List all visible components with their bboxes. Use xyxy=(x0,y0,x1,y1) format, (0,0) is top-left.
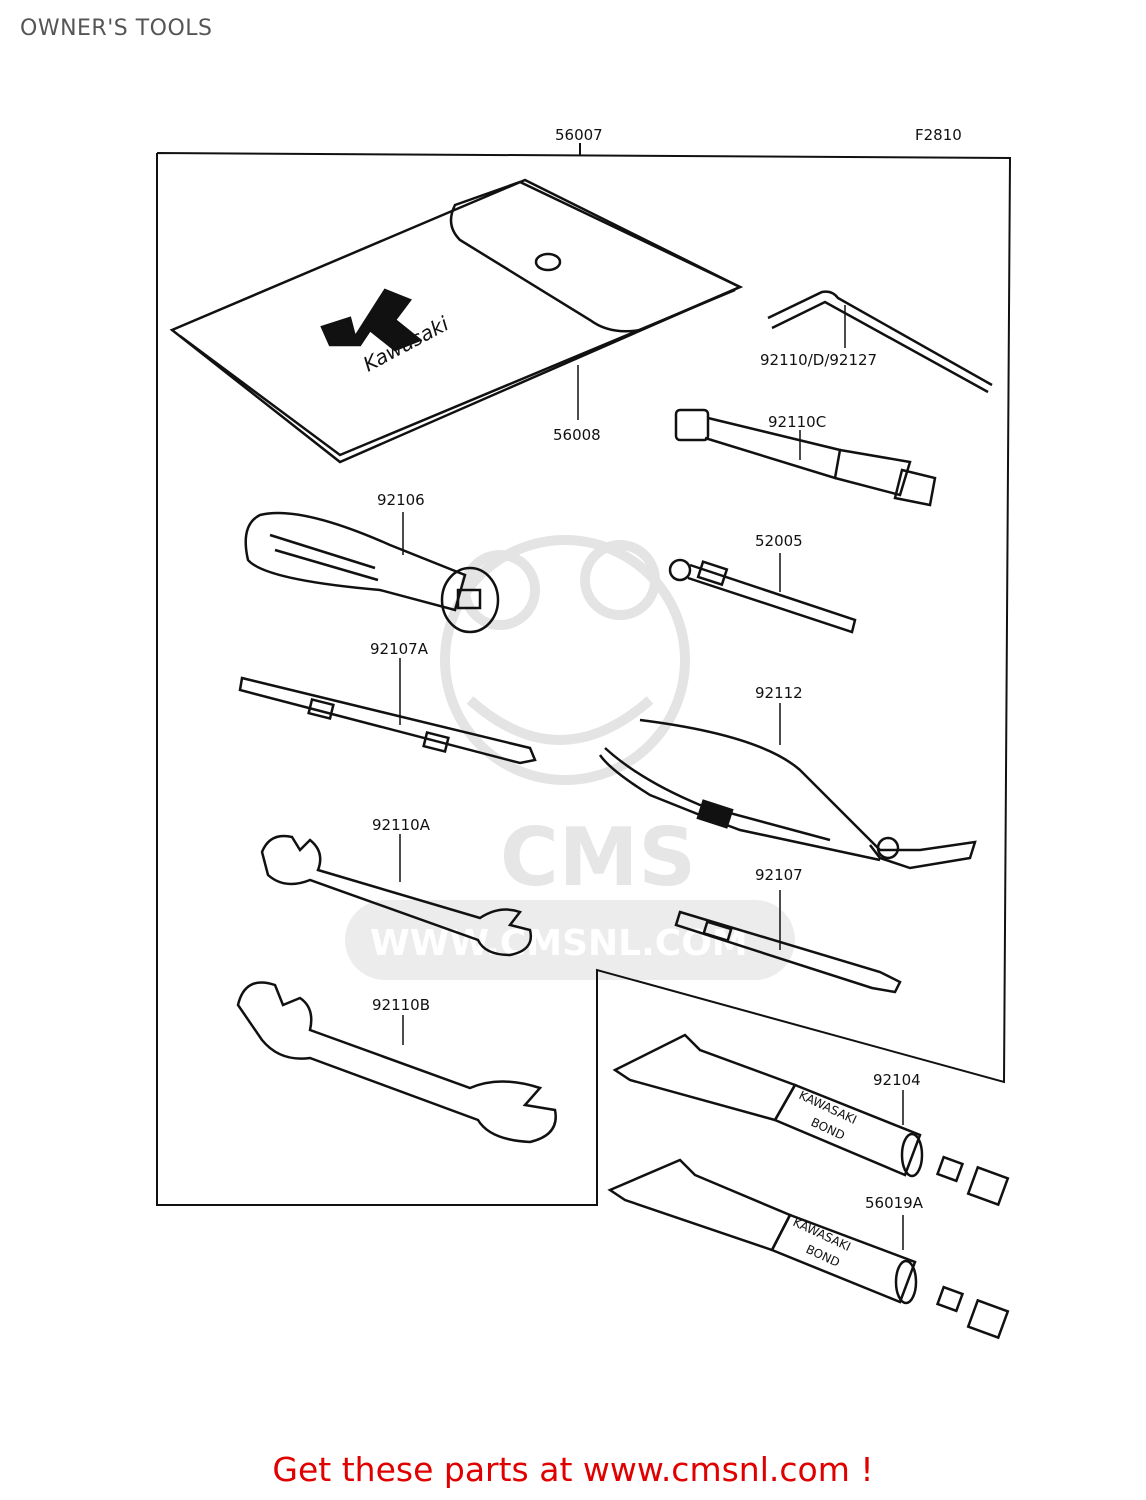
figure-code: F2810 xyxy=(915,126,962,144)
plug-wrench-label: 92110C xyxy=(768,413,826,431)
footer-link[interactable]: Get these parts at www.cmsnl.com ! xyxy=(272,1450,874,1489)
open-end-wrench-b xyxy=(236,981,557,1144)
open-end-wrench-a xyxy=(260,834,533,957)
wrench-a-label: 92110A xyxy=(372,816,431,834)
bond-tube-2 xyxy=(607,1158,1010,1340)
bond-tube-1-label: 92104 xyxy=(873,1071,921,1089)
spoke-wrench-label: 52005 xyxy=(755,532,803,550)
pouch-label: 56008 xyxy=(553,426,601,444)
spark-plug-wrench xyxy=(674,408,937,507)
watermark-url: WWW.CMSNL.COM xyxy=(370,923,748,964)
screwdriver-label: 92107 xyxy=(755,866,803,884)
double-screwdriver xyxy=(238,676,537,765)
watermark-logo: CMS xyxy=(500,811,696,904)
wrench-b-label: 92110B xyxy=(372,996,430,1014)
bond-tube-1 xyxy=(612,1033,1010,1207)
double-screwdriver-label: 92107A xyxy=(370,640,429,658)
page-title: OWNER'S TOOLS xyxy=(20,16,213,41)
tool-handle xyxy=(244,511,500,634)
kit-frame xyxy=(156,143,1012,1206)
tool-pouch xyxy=(169,178,744,464)
cms-watermark: CMS WWW.CMSNL.COM xyxy=(345,535,795,980)
spoke-wrench xyxy=(668,558,857,634)
hex-key xyxy=(767,290,993,394)
pliers xyxy=(598,718,977,870)
pliers-label: 92112 xyxy=(755,684,803,702)
hex-key-label: 92110/D/92127 xyxy=(760,351,877,369)
screwdriver xyxy=(674,910,902,994)
bond-tube-2-label: 56019A xyxy=(865,1194,924,1212)
handle-label: 92106 xyxy=(377,491,425,509)
kit-label: 56007 xyxy=(555,126,603,144)
